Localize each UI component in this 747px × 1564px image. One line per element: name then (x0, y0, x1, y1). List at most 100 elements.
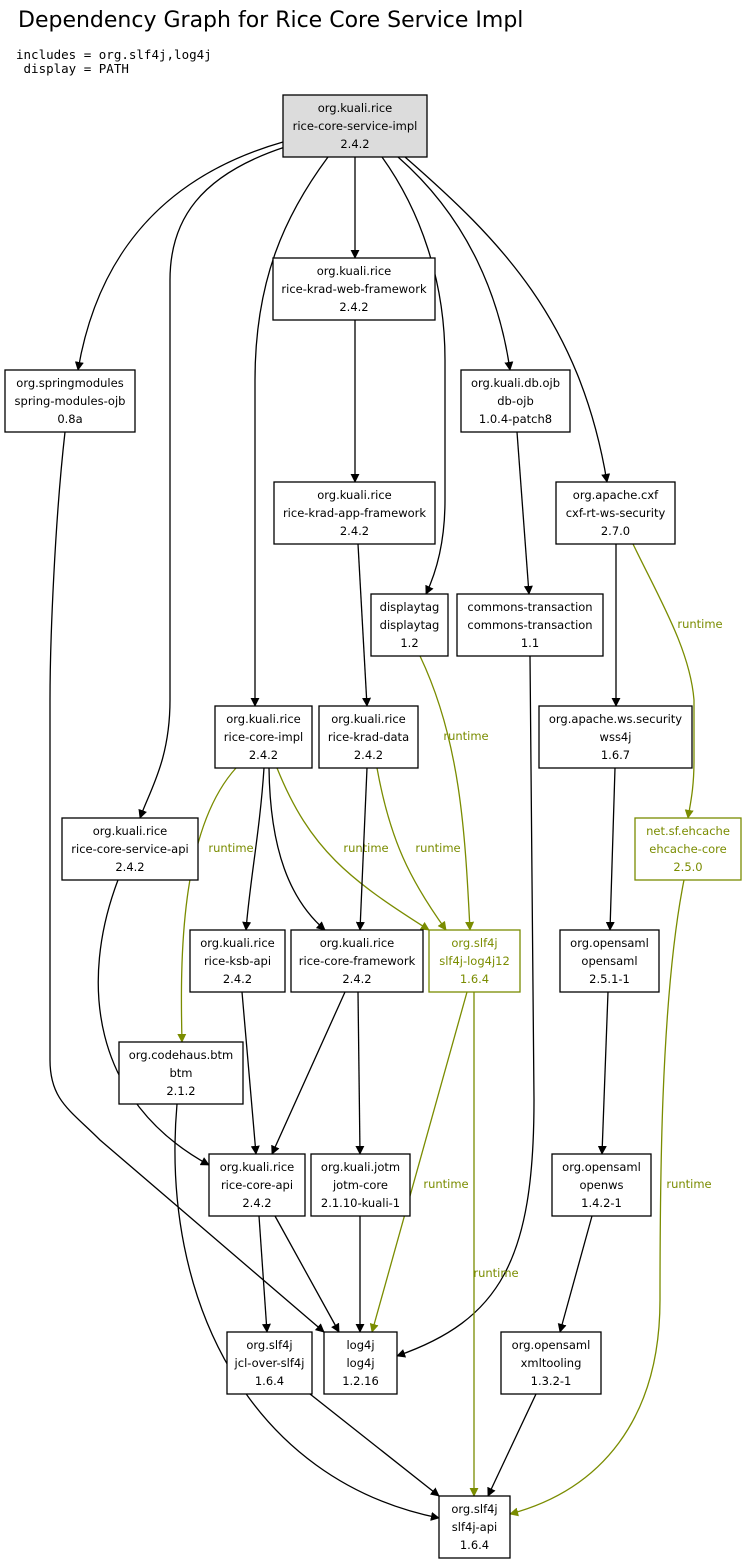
edge-slf4j-log4j-to-log4j (369, 991, 468, 1333)
edge-core-api-to-log4j (274, 1215, 340, 1333)
edge-ksb-api-to-core-api (241, 991, 260, 1155)
node-group: org.apache.ws.security (549, 712, 682, 726)
edge-core-fw-to-jotm (355, 991, 365, 1155)
node-version: 2.4.2 (223, 972, 252, 986)
node-displaytag: displaytag displaytag 1.2 (370, 593, 449, 657)
node-group: commons-transaction (467, 600, 592, 614)
node-box (118, 1041, 244, 1105)
edge-root-to-spring-ojb (74, 141, 284, 371)
node-box (428, 929, 521, 993)
edge-core-impl-to-slf4j-log4j (276, 767, 430, 931)
edge-root-to-displaytag (381, 156, 446, 595)
node-box (551, 1153, 652, 1217)
node-group: displaytag (380, 600, 440, 614)
edge-root-to-cxf-ws (404, 156, 611, 483)
node-group: org.kuali.rice (200, 936, 275, 950)
node-box (226, 1331, 313, 1395)
node-artifact: rice-core-framework (299, 954, 416, 968)
node-artifact: displaytag (380, 618, 440, 632)
edge-core-fw-to-core-api (271, 991, 346, 1155)
edge-commons-tx-to-log4j (396, 655, 535, 1358)
node-artifact: commons-transaction (467, 618, 592, 632)
node-group: org.apache.cxf (573, 488, 659, 502)
node-artifact: rice-krad-app-framework (283, 506, 426, 520)
edge-krad-app-to-krad-data (357, 543, 372, 707)
node-box (555, 481, 676, 545)
node-box (208, 1153, 306, 1217)
node-group: org.kuali.rice (318, 101, 393, 115)
node-root: org.kuali.ricerice-core-service-impl2.4.… (282, 94, 428, 158)
node-version: 2.4.2 (249, 748, 278, 762)
node-artifact: rice-core-impl (224, 730, 303, 744)
node-version: 2.5.1-1 (589, 972, 630, 986)
edge-core-impl-to-btm (177, 767, 237, 1043)
node-artifact: rice-krad-data (328, 730, 409, 744)
node-box (273, 481, 436, 545)
edge-label-core-impl-to-slf4j-log4j: runtime (343, 841, 388, 855)
node-version: 1.4.2-1 (581, 1196, 622, 1210)
node-version: 1.6.4 (460, 1538, 489, 1552)
node-box (370, 593, 449, 657)
edge-jcl-to-slf4j-api (309, 1393, 440, 1497)
node-krad-app: org.kuali.ricerice-krad-app-framework2.4… (273, 481, 436, 545)
node-artifact: xmltooling (521, 1356, 582, 1370)
node-box (4, 369, 136, 433)
node-wss4j: org.apache.ws.security wss4j 1.6.7 (538, 705, 693, 769)
node-version: 1.2.16 (342, 1374, 379, 1388)
edge-label-krad-data-to-slf4j-log4j: runtime (415, 841, 460, 855)
display-param: display = PATH (16, 61, 129, 76)
graph-parameters: includes = org.slf4j,log4j display = PAT… (16, 48, 212, 76)
node-artifact: jcl-over-slf4j (234, 1356, 305, 1370)
node-artifact: wss4j (600, 730, 632, 744)
edge-root-to-core-impl (250, 156, 329, 707)
node-box (323, 1331, 398, 1395)
edge-wss4j-to-opensaml (605, 767, 616, 931)
node-artifact: slf4j-api (452, 1520, 497, 1534)
node-artifact: spring-modules-ojb (15, 394, 126, 408)
node-log4j: log4j log4j 1.2.16 (323, 1331, 398, 1395)
node-box (460, 369, 571, 433)
node-artifact: rice-core-api (221, 1178, 293, 1192)
node-box (290, 929, 424, 993)
node-box (538, 705, 693, 769)
node-group: org.codehaus.btm (129, 1048, 234, 1062)
node-group: org.kuali.rice (226, 712, 301, 726)
nodes-layer: org.kuali.ricerice-core-service-impl2.4.… (4, 94, 742, 1559)
edge-cxf-ws-to-ehcache (632, 543, 695, 819)
node-artifact: rice-core-service-api (71, 842, 188, 856)
node-version: 1.2 (400, 636, 418, 650)
node-version: 2.4.2 (242, 1196, 271, 1210)
node-box (272, 257, 436, 321)
node-version: 2.1.10-kuali-1 (321, 1196, 400, 1210)
edge-label-core-impl-to-btm: runtime (208, 841, 253, 855)
node-box (282, 94, 428, 158)
node-version: 1.6.7 (601, 748, 630, 762)
edge-root-to-db-ojb (397, 156, 514, 371)
node-group: net.sf.ehcache (646, 824, 730, 838)
node-artifact: jotm-core (332, 1178, 388, 1192)
node-artifact: rice-krad-web-framework (281, 282, 427, 296)
node-artifact: ehcache-core (649, 842, 726, 856)
node-group: org.kuali.jotm (321, 1160, 400, 1174)
node-artifact: log4j (346, 1356, 374, 1370)
edge-core-service-api-to-core-api (97, 879, 210, 1166)
node-group: org.springmodules (16, 376, 123, 390)
node-artifact: btm (169, 1066, 192, 1080)
node-group: org.kuali.rice (320, 936, 395, 950)
edge-db-ojb-to-commons-tx (516, 431, 533, 595)
edge-core-impl-to-core-fw (268, 767, 326, 931)
node-krad-web: org.kuali.ricerice-krad-web-framework2.4… (272, 257, 436, 321)
node-group: log4j (346, 1338, 374, 1352)
edge-xmltooling-to-slf4j-api (487, 1393, 537, 1497)
edge-root-to-core-service-api (138, 146, 286, 819)
edge-ehcache-to-slf4j-api (509, 879, 685, 1517)
edge-spring-ojb-to-log4j (49, 431, 325, 1333)
edge-krad-data-to-core-fw (355, 767, 368, 931)
